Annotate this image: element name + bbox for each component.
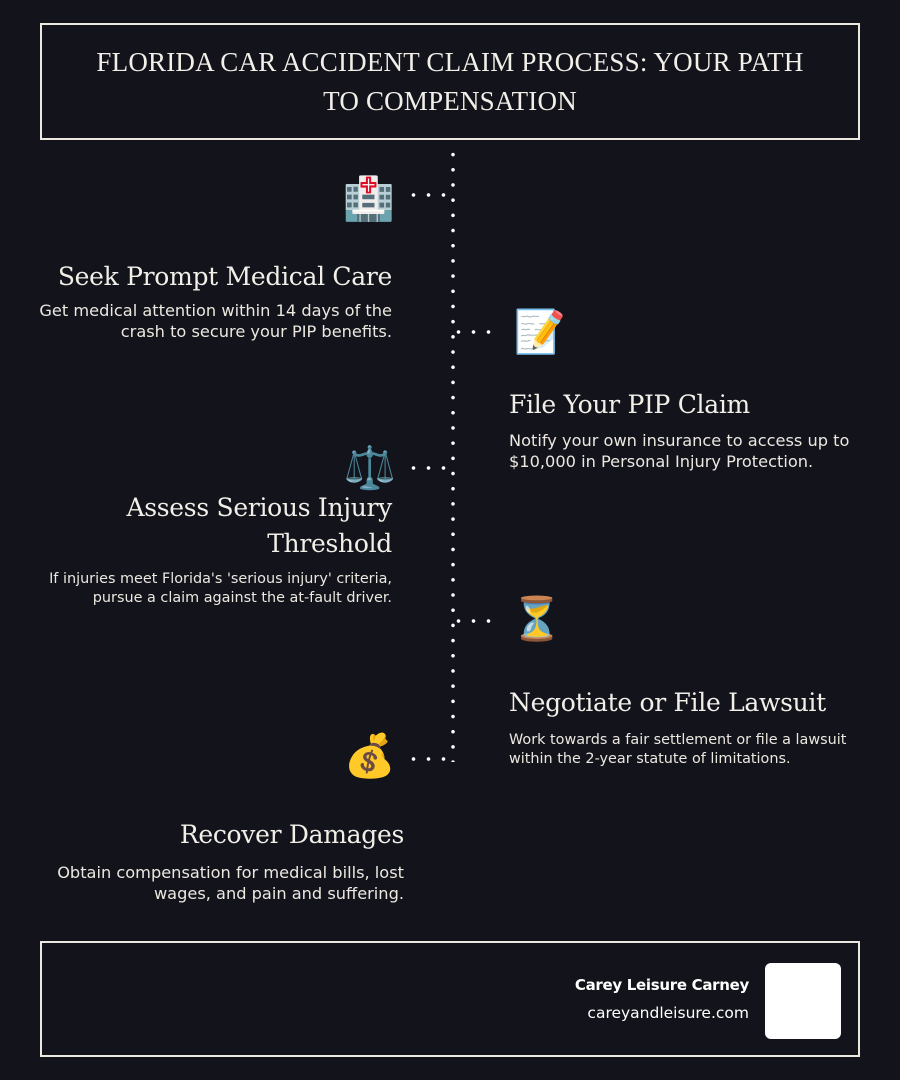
- website-link[interactable]: careyandleisure.com: [587, 1004, 749, 1022]
- footer-banner: Carey Leisure Carney careyandleisure.com: [40, 941, 860, 1057]
- timeline-vertical-dotted-line: [451, 147, 455, 762]
- page-title: FLORIDA CAR ACCIDENT CLAIM PROCESS: YOUR…: [96, 46, 804, 116]
- hourglass-icon: ⏳: [510, 594, 564, 643]
- step-3-description: If injuries meet Florida's 'serious inju…: [49, 571, 392, 606]
- brand-name: Carey Leisure Carney: [574, 976, 749, 994]
- step-2-title: File Your PIP Claim: [509, 390, 750, 419]
- step-1-title: Seek Prompt Medical Care: [57, 262, 392, 291]
- connector-step-4: [451, 619, 501, 623]
- step-4-title: Negotiate or File Lawsuit: [509, 688, 826, 717]
- step-3-title: Assess Serious Injury Threshold: [126, 493, 392, 558]
- step-2-description: Notify your own insurance to access up t…: [509, 431, 850, 471]
- connector-step-5: [406, 757, 456, 761]
- connector-step-1: [406, 193, 456, 197]
- step-5-description: Obtain compensation for medical bills, l…: [57, 863, 404, 903]
- memo-icon: 📝: [513, 307, 567, 356]
- hospital-icon: 🏥: [342, 174, 396, 223]
- logo-placeholder: [765, 963, 841, 1039]
- title-banner: FLORIDA CAR ACCIDENT CLAIM PROCESS: YOUR…: [40, 23, 860, 140]
- step-1-description: Get medical attention within 14 days of …: [39, 301, 392, 341]
- step-5-title: Recover Damages: [179, 820, 404, 849]
- step-4-description: Work towards a fair settlement or file a…: [509, 732, 847, 767]
- scales-icon: ⚖️: [343, 443, 397, 492]
- connector-step-3: [406, 466, 456, 470]
- money-bag-icon: 💰: [343, 731, 397, 780]
- connector-step-2: [451, 330, 501, 334]
